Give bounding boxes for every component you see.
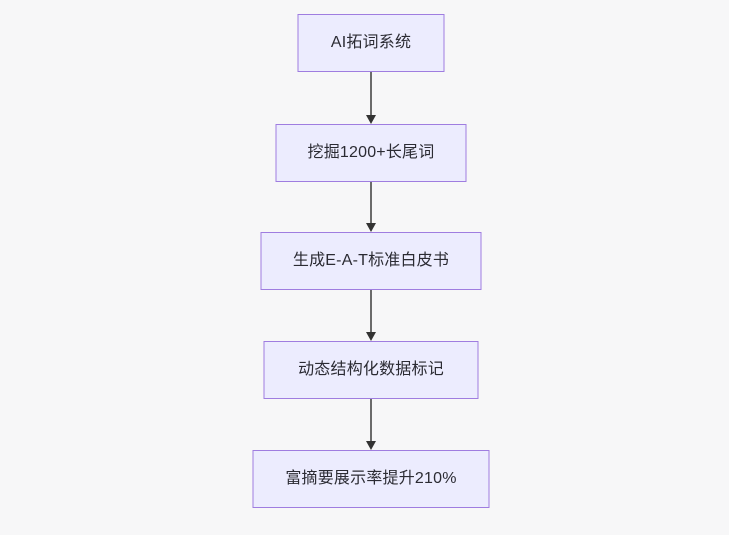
flow-connector-1-to-2 bbox=[365, 72, 377, 124]
flow-node-longtail-mining[interactable]: 挖掘1200+长尾词 bbox=[275, 124, 467, 182]
flow-connector-3-to-4 bbox=[365, 290, 377, 341]
connector-line bbox=[370, 399, 372, 442]
arrowhead-icon bbox=[366, 441, 376, 450]
arrowhead-icon bbox=[366, 332, 376, 341]
flow-node-structured-data-markup[interactable]: 动态结构化数据标记 bbox=[263, 341, 479, 399]
flow-node-label: AI拓词系统 bbox=[330, 34, 412, 51]
flow-node-eat-whitepaper[interactable]: 生成E-A-T标准白皮书 bbox=[260, 232, 482, 290]
arrowhead-icon bbox=[366, 115, 376, 124]
flow-node-label: 挖掘1200+长尾词 bbox=[307, 144, 435, 161]
flow-node-label: 动态结构化数据标记 bbox=[298, 361, 444, 378]
connector-line bbox=[370, 182, 372, 224]
arrowhead-icon bbox=[366, 223, 376, 232]
flow-connector-4-to-5 bbox=[365, 399, 377, 450]
flow-connector-2-to-3 bbox=[365, 182, 377, 232]
flow-node-rich-snippet-result[interactable]: 富摘要展示率提升210% bbox=[252, 450, 490, 508]
connector-line bbox=[370, 290, 372, 333]
connector-line bbox=[370, 72, 372, 116]
flow-node-label: 生成E-A-T标准白皮书 bbox=[292, 252, 450, 269]
flow-node-ai-keyword-system[interactable]: AI拓词系统 bbox=[297, 14, 445, 72]
flow-node-label: 富摘要展示率提升210% bbox=[285, 470, 457, 487]
